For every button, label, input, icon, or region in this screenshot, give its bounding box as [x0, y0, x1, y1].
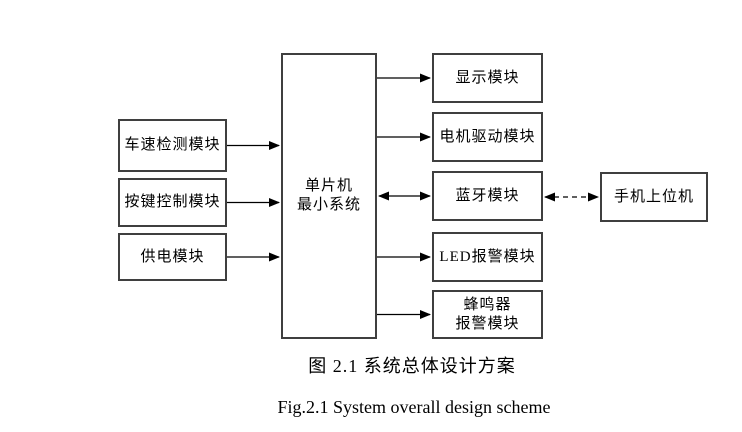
node-speed-detection-module: 车速检测模块 — [118, 119, 227, 172]
node-power-supply-module: 供电模块 — [118, 233, 227, 281]
node-phone-host-computer: 手机上位机 — [600, 172, 708, 222]
node-bluetooth-module: 蓝牙模块 — [432, 171, 543, 221]
node-led-alarm-module: LED报警模块 — [432, 232, 543, 282]
node-mcu-label-line2: 最小系统 — [296, 197, 361, 213]
node-mcu-minimum-system: 单片机 最小系统 — [281, 53, 377, 339]
node-bluetooth-label: 蓝牙模块 — [455, 187, 520, 204]
figure-caption-zh: 图 2.1 系统总体设计方案 — [308, 356, 516, 376]
node-key-control-module: 按键控制模块 — [118, 178, 227, 227]
node-mcu-label-line1: 单片机 — [304, 178, 353, 194]
node-buzzer-alarm-label-line1: 蜂鸣器 — [463, 296, 512, 313]
node-motor-drive-label: 电机驱动模块 — [439, 128, 536, 145]
figure-caption-en: Fig.2.1 System overall design scheme — [277, 397, 551, 417]
node-key-control-label: 按键控制模块 — [124, 194, 221, 210]
node-led-alarm-label: LED报警模块 — [439, 248, 536, 265]
node-phone-host-label: 手机上位机 — [613, 188, 694, 205]
node-display-module: 显示模块 — [432, 53, 543, 103]
node-buzzer-alarm-label-line2: 报警模块 — [455, 315, 520, 332]
node-motor-drive-module: 电机驱动模块 — [432, 112, 543, 162]
node-buzzer-alarm-module: 蜂鸣器 报警模块 — [432, 290, 543, 339]
node-speed-detection-label: 车速检测模块 — [124, 137, 221, 153]
node-display-label: 显示模块 — [455, 69, 520, 86]
node-power-supply-label: 供电模块 — [140, 248, 205, 265]
